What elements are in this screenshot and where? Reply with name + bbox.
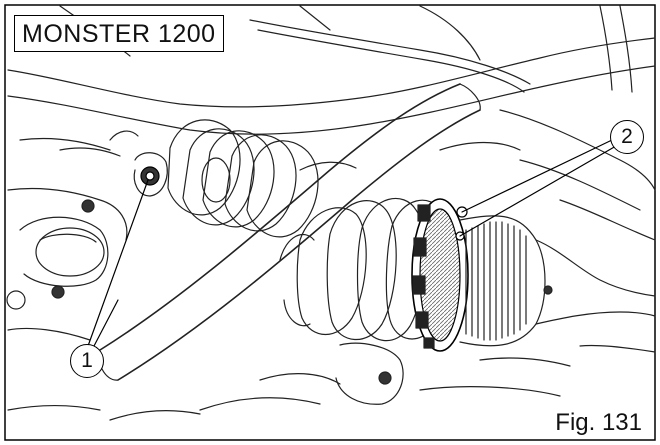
engine-area xyxy=(6,130,139,341)
frame-tube-top xyxy=(7,37,656,108)
lower-linkage xyxy=(109,161,656,421)
leader-line-2b xyxy=(459,145,617,237)
figure-caption: Fig. 131 xyxy=(555,409,642,436)
rear-shock-spring xyxy=(167,119,319,238)
model-label: MONSTER 1200 xyxy=(14,15,224,52)
leader-line-1a xyxy=(87,179,149,347)
leader-line-2a xyxy=(461,139,613,213)
shock-mount-bolt xyxy=(133,152,168,197)
frame-border xyxy=(4,4,656,441)
ring-nut xyxy=(411,198,469,352)
threaded-body xyxy=(459,215,656,347)
leader-line-1b xyxy=(93,299,119,347)
callout-1: 1 xyxy=(70,344,104,378)
callout-2: 2 xyxy=(610,120,644,154)
